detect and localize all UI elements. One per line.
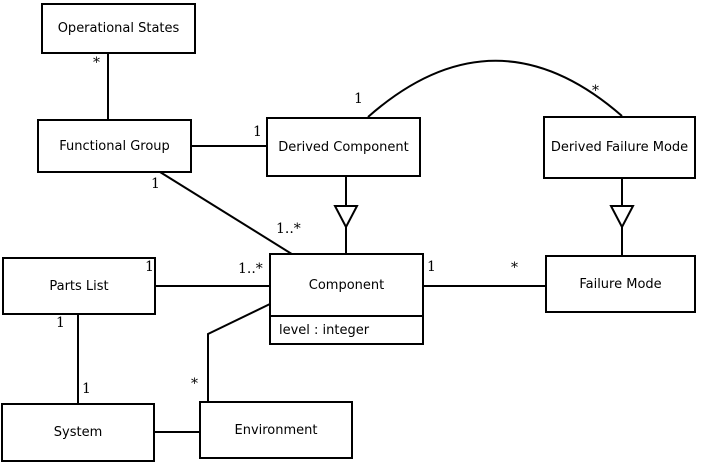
class-name: Failure Mode (579, 276, 662, 292)
multiplicity-component-end: 1..* (276, 221, 301, 237)
class-functional-group: Functional Group (37, 119, 192, 173)
multiplicity-component-end: 1 (427, 259, 436, 275)
multiplicity-arc-derived-component-end: 1 (354, 91, 363, 107)
multiplicity-arc-derived-failure-mode-end: * (592, 83, 599, 99)
multiplicity-environment-end: * (191, 376, 198, 392)
multiplicity-operational-states-end: * (93, 55, 100, 71)
class-attribute: level : integer (279, 322, 370, 338)
generalization-arrow-icon (609, 205, 635, 230)
class-environment: Environment (199, 401, 353, 459)
class-name: Derived Component (278, 139, 409, 155)
class-system: System (1, 403, 155, 462)
multiplicity-parts-list-end: 1 (56, 315, 65, 331)
class-name: Derived Failure Mode (550, 140, 689, 155)
class-attribute-compartment: level : integer (271, 317, 422, 343)
class-name: System (53, 425, 103, 440)
generalization-arrow-icon (333, 205, 359, 230)
class-name: Functional Group (59, 138, 170, 154)
multiplicity-derived-component-end: 1 (253, 124, 262, 140)
multiplicity-component-end: 1..* (238, 261, 263, 277)
class-name: Operational States (57, 21, 180, 36)
class-name: Parts List (49, 278, 109, 294)
class-name-compartment: Component (271, 255, 422, 317)
multiplicity-parts-list-end: 1 (145, 259, 154, 275)
class-parts-list: Parts List (2, 257, 156, 315)
class-operational-states: Operational States (41, 3, 196, 54)
edge-derived-component-derived-failure-mode-arc (367, 59, 623, 118)
class-derived-failure-mode: Derived Failure Mode (543, 116, 696, 179)
multiplicity-functional-group-end: 1 (151, 176, 160, 192)
edge-component-environment (207, 302, 273, 401)
class-failure-mode: Failure Mode (545, 255, 696, 313)
class-component: Component level : integer (269, 253, 424, 345)
class-name: Environment (234, 422, 318, 438)
class-derived-component: Derived Component (266, 117, 421, 177)
class-name: Component (308, 277, 385, 293)
edge-functional-group-component (159, 171, 296, 257)
multiplicity-failure-mode-end: * (511, 260, 518, 276)
multiplicity-system-end: 1 (82, 381, 91, 397)
